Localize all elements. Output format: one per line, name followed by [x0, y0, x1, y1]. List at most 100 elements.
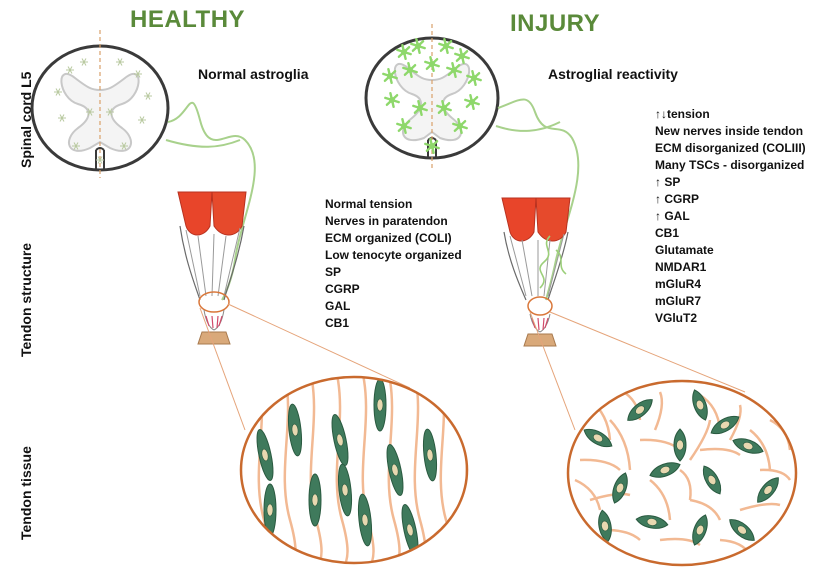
healthy-nerve-fiber [168, 103, 255, 300]
astrocyte-process [432, 141, 437, 146]
astrocyte-process [425, 62, 432, 64]
astrocyte-process [474, 78, 481, 80]
collagen-fiber [730, 405, 741, 440]
astrocyte-process [460, 126, 467, 128]
collagen-fiber [590, 400, 610, 440]
astrocyte-process [390, 93, 392, 100]
astrocyte-process [70, 70, 72, 74]
astrocyte-process [452, 63, 454, 70]
tenocyte [329, 413, 352, 466]
astrocyte [96, 157, 104, 164]
reactive-astrocyte [437, 101, 450, 115]
row-label-spinal-cord: Spinal cord L5 [18, 72, 34, 168]
astrocyte-process [405, 70, 410, 75]
tenocyte-nucleus [341, 484, 348, 497]
finding-item: SP [325, 264, 462, 281]
healthy-grey-matter [61, 74, 138, 151]
healthy-bone-insertion [198, 332, 230, 344]
astrocyte-process [140, 117, 142, 121]
astrocyte-process [74, 146, 76, 150]
tsc-nucleus [719, 419, 731, 430]
astrocyte-process [136, 71, 138, 75]
astrocyte-process [413, 106, 420, 108]
astrocyte-process [444, 39, 446, 46]
astrocyte-process [124, 143, 126, 147]
reactive-astrocyte [467, 71, 480, 85]
tenocyte-nucleus [261, 449, 269, 462]
injury-grey-matter [395, 64, 469, 140]
header-healthy: HEALTHY [130, 6, 245, 34]
astrocyte-process [425, 144, 432, 146]
astrocyte-process [98, 157, 100, 161]
row-label-tendon-tissue: Tendon tissue [18, 446, 34, 540]
astrocyte-process [404, 126, 406, 133]
astrocyte-process [430, 139, 432, 146]
astrocyte-body [451, 67, 457, 73]
tenocyte-nucleus [336, 434, 344, 447]
astrocyte-body [429, 143, 435, 149]
tenocyte-nucleus [426, 449, 433, 462]
astrocyte [86, 109, 94, 116]
tsc-cell [689, 513, 711, 547]
collagen-fiber [690, 500, 720, 520]
reactive-astrocyte [397, 45, 410, 59]
astrocyte [116, 59, 124, 66]
collagen-fiber [232, 370, 244, 568]
astrocyte-process [402, 119, 404, 126]
astrocyte-process [118, 62, 120, 66]
tsc-nucleus [695, 399, 705, 411]
astrocyte-process [88, 109, 90, 113]
tsc-nucleus [695, 524, 705, 536]
tenocyte-body [264, 484, 276, 536]
tenocyte [356, 494, 373, 547]
astrocyte-process [122, 146, 124, 150]
astrocyte-process [148, 93, 150, 97]
astrocyte-process [410, 70, 417, 72]
tsc-cell [624, 395, 656, 425]
astrocyte-process [100, 157, 102, 161]
astrocyte-process [136, 74, 138, 78]
astrocyte-process [432, 146, 434, 153]
astrocyte-body [443, 43, 449, 49]
astrocyte-process [467, 76, 474, 78]
finding-item: VGluT2 [655, 310, 806, 327]
astrocyte-process [469, 78, 474, 83]
collagen-fiber [580, 460, 620, 470]
astrocyte-process [472, 71, 474, 78]
tsc-body [635, 513, 669, 530]
tsc-body [753, 474, 783, 506]
astrocyte-process [124, 146, 126, 150]
healthy-tendon-tissue [232, 370, 478, 568]
subtitle-normal-astroglia: Normal astroglia [198, 66, 308, 82]
astrocyte-process [418, 101, 420, 108]
astrocyte-process [138, 71, 140, 75]
astrocyte-process [420, 103, 425, 108]
collagen-fiber [660, 539, 700, 545]
astrocyte-process [418, 46, 420, 53]
astrocyte-process [437, 106, 444, 108]
astrocyte-process [446, 46, 453, 48]
astrocyte-process [82, 62, 84, 66]
astrocyte-process [110, 109, 112, 113]
astrocyte-process [420, 108, 427, 110]
astrocyte-process [120, 59, 122, 63]
tsc-body [581, 425, 615, 451]
astrocyte-process [58, 89, 60, 93]
tsc-body [708, 412, 742, 438]
astrocyte-process [474, 73, 479, 78]
tsc-cell [635, 513, 669, 530]
tenocyte [264, 484, 276, 536]
collagen-fiber [655, 392, 662, 430]
astrocyte-process [60, 118, 62, 122]
collagen-fiber [640, 440, 680, 450]
collagen-fiber [414, 370, 426, 568]
collagen-fiber [362, 370, 374, 568]
astrocyte-process [418, 46, 425, 48]
reactive-astrocyte [383, 69, 396, 83]
reactive-astrocyte [453, 119, 466, 133]
astrocyte-process [413, 46, 418, 51]
finding-item: mGluR7 [655, 293, 806, 310]
tsc-body [596, 509, 613, 543]
astrocyte-process [84, 62, 86, 66]
